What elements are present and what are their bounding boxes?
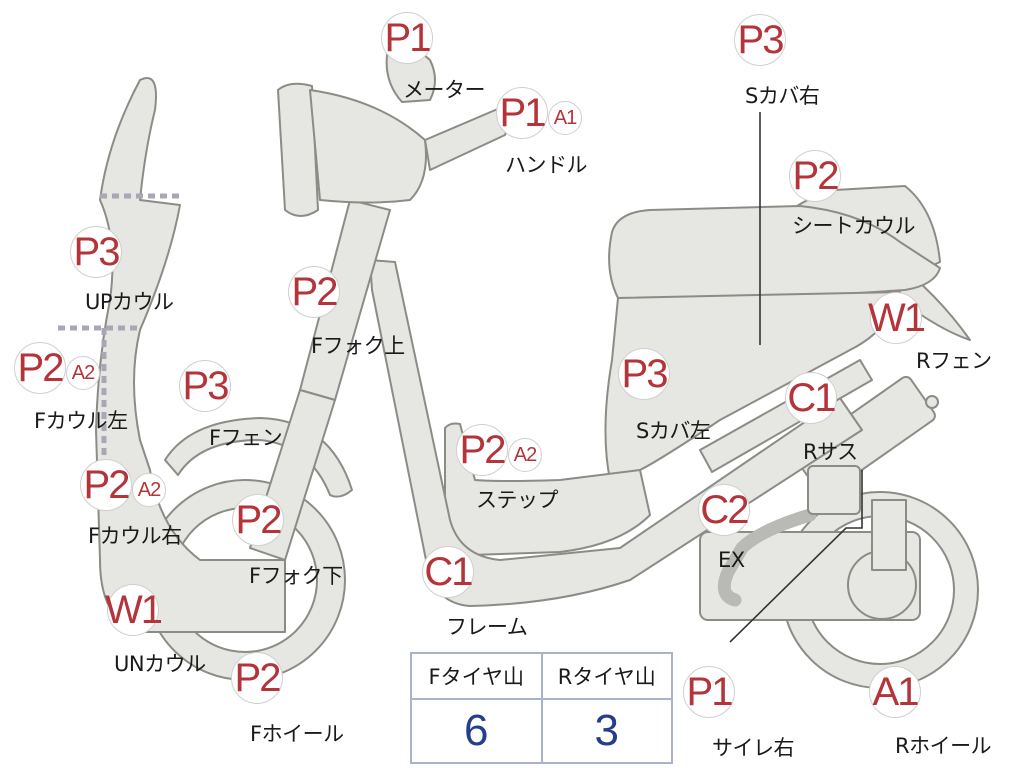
handlebar-shape [277, 44, 509, 217]
grade-badge-rear-fender: W1 [868, 292, 926, 344]
part-label-front-wheel: Fホイール [250, 722, 344, 746]
front-tire-header: Fタイヤ山 [428, 665, 524, 689]
tire-tread-table: Fタイヤ山 Rタイヤ山 6 3 [410, 652, 673, 764]
part-label-front-fender: Fフェン [209, 426, 283, 450]
part-label-front-cowl-left: Fカウル左 [34, 409, 128, 433]
seat-shape [608, 205, 941, 299]
part-label-meter: メーター [403, 78, 486, 102]
part-label-step: ステップ [476, 488, 559, 512]
grade-extra-handle: A1 [548, 101, 582, 135]
part-label-front-fork-upper: Fフォク上 [311, 334, 405, 358]
part-label-handle: ハンドル [505, 153, 588, 177]
rear-suspension-shape [794, 375, 939, 571]
grade-badge-step: P2 [456, 424, 508, 476]
grade-badge-side-cover-right: P3 [734, 14, 786, 66]
part-label-muffler-right: サイレ右 [712, 736, 795, 760]
grade-badge-muffler-right: P1 [683, 666, 735, 718]
tire-table-header-row: Fタイヤ山 Rタイヤ山 [412, 654, 671, 700]
part-label-side-cover-left: Sカバ左 [636, 419, 711, 443]
rear-tire-header: Rタイヤ山 [540, 654, 672, 698]
part-label-rear-wheel: Rホイール [895, 734, 992, 758]
part-label-front-fork-lower: Fフォク下 [249, 564, 343, 588]
grade-badge-handle: P1 [496, 87, 548, 139]
grade-badge-exhaust: C2 [698, 484, 750, 536]
grade-extra-front-cowl-left: A2 [66, 356, 100, 390]
part-label-upper-cowl: UPカウル [85, 290, 174, 314]
grade-badge-front-fork-lower: P2 [232, 494, 284, 546]
grade-badge-side-cover-left: P3 [618, 348, 670, 400]
grade-badge-meter: P1 [381, 12, 433, 64]
rear-tire-value: 3 [540, 700, 672, 762]
grade-badge-front-fork-upper: P2 [288, 266, 340, 318]
part-label-rear-suspension: Rサス [803, 440, 858, 464]
grade-badge-frame: C1 [422, 546, 474, 598]
grade-badge-front-fender: P3 [179, 360, 231, 412]
part-label-seat-cowl: シートカウル [792, 214, 916, 238]
part-label-front-cowl-right: Fカウル右 [88, 524, 182, 548]
grade-badge-front-wheel: P2 [231, 652, 283, 704]
part-label-side-cover-right: Sカバ右 [745, 84, 820, 108]
grade-badge-rear-suspension: C1 [785, 372, 837, 424]
exhaust-pipe-shape [717, 508, 817, 607]
grade-badge-front-cowl-right: P2 [80, 459, 132, 511]
rear-suspension-leader [729, 470, 863, 643]
grade-extra-step: A2 [508, 438, 542, 472]
grade-extra-front-cowl-right: A2 [132, 473, 166, 507]
part-label-frame: フレーム [446, 615, 528, 639]
part-label-under-cowl: UNカウル [114, 652, 206, 676]
part-label-rear-fender: Rフェン [916, 349, 992, 373]
front-tire-value: 6 [464, 706, 489, 755]
tire-table-value-row: 6 3 [412, 700, 671, 762]
grade-badge-upper-cowl: P3 [70, 226, 122, 278]
grade-badge-under-cowl: W1 [105, 584, 163, 636]
grade-badge-front-cowl-left: P2 [14, 342, 66, 394]
grade-badge-rear-wheel: A1 [869, 666, 921, 718]
grade-badge-seat-cowl: P2 [789, 150, 841, 202]
part-label-exhaust: EX [718, 548, 745, 572]
